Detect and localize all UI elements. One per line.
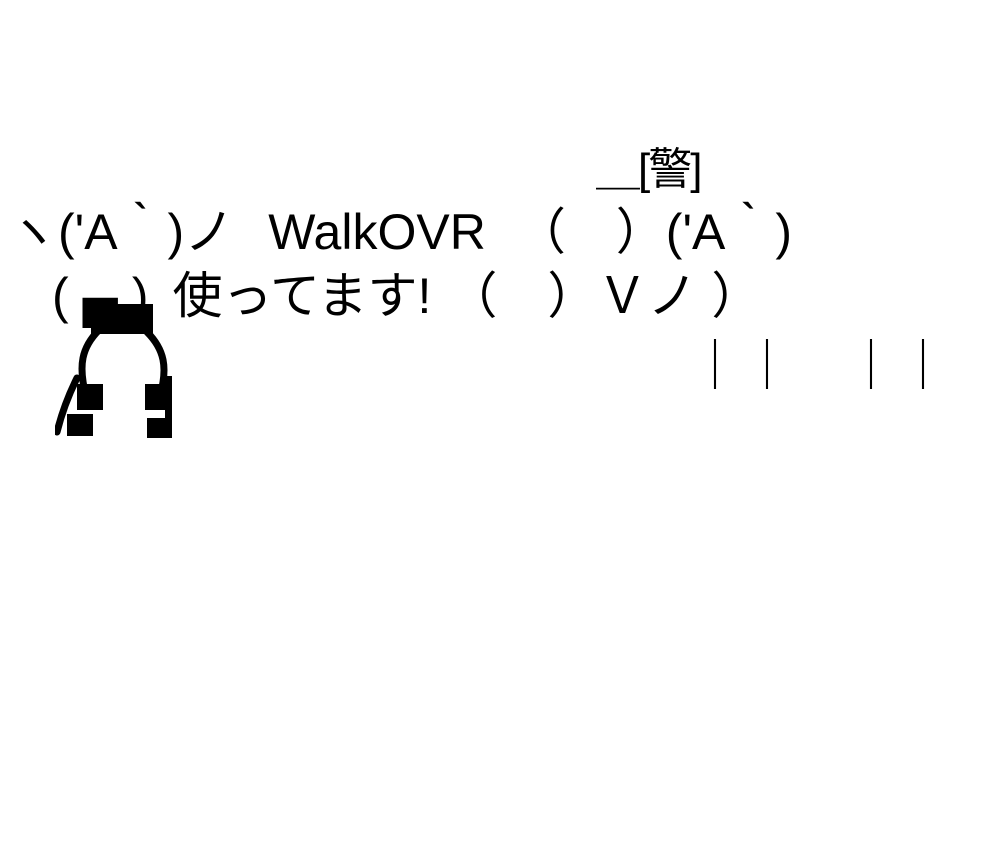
ascii-art-line-1: ヽ('A｀)ノ WalkOVR （ ）('A｀) bbox=[8, 200, 792, 264]
police-figure-legs: ｜｜ ｜｜ bbox=[690, 338, 950, 394]
ascii-art-line-2: ( ▄ ) 使ってます! （ ）Ｖノ ） bbox=[52, 264, 761, 328]
left-figure-arms-and-face: ヽ('A｀)ノ bbox=[8, 204, 235, 260]
product-name-walkovr: WalkOVR bbox=[268, 204, 486, 260]
ascii-art-canvas: ＿[警] ヽ('A｀)ノ WalkOVR （ ）('A｀) ( ▄ ) 使ってます! （… bbox=[0, 138, 981, 458]
ascii-art-text-block: ＿[警] ヽ('A｀)ノ WalkOVR （ ）('A｀) ( ▄ ) 使ってます! （… bbox=[0, 138, 981, 458]
japanese-message-text: 使ってます! bbox=[172, 268, 432, 324]
police-figure-body-bottom: （ ）Ｖノ ） bbox=[447, 268, 762, 324]
left-figure-body: ( ▄ ) bbox=[52, 268, 149, 324]
police-figure-body-top: （ ）('A｀) bbox=[515, 204, 793, 260]
police-hat-label: ＿[警] bbox=[596, 145, 702, 194]
